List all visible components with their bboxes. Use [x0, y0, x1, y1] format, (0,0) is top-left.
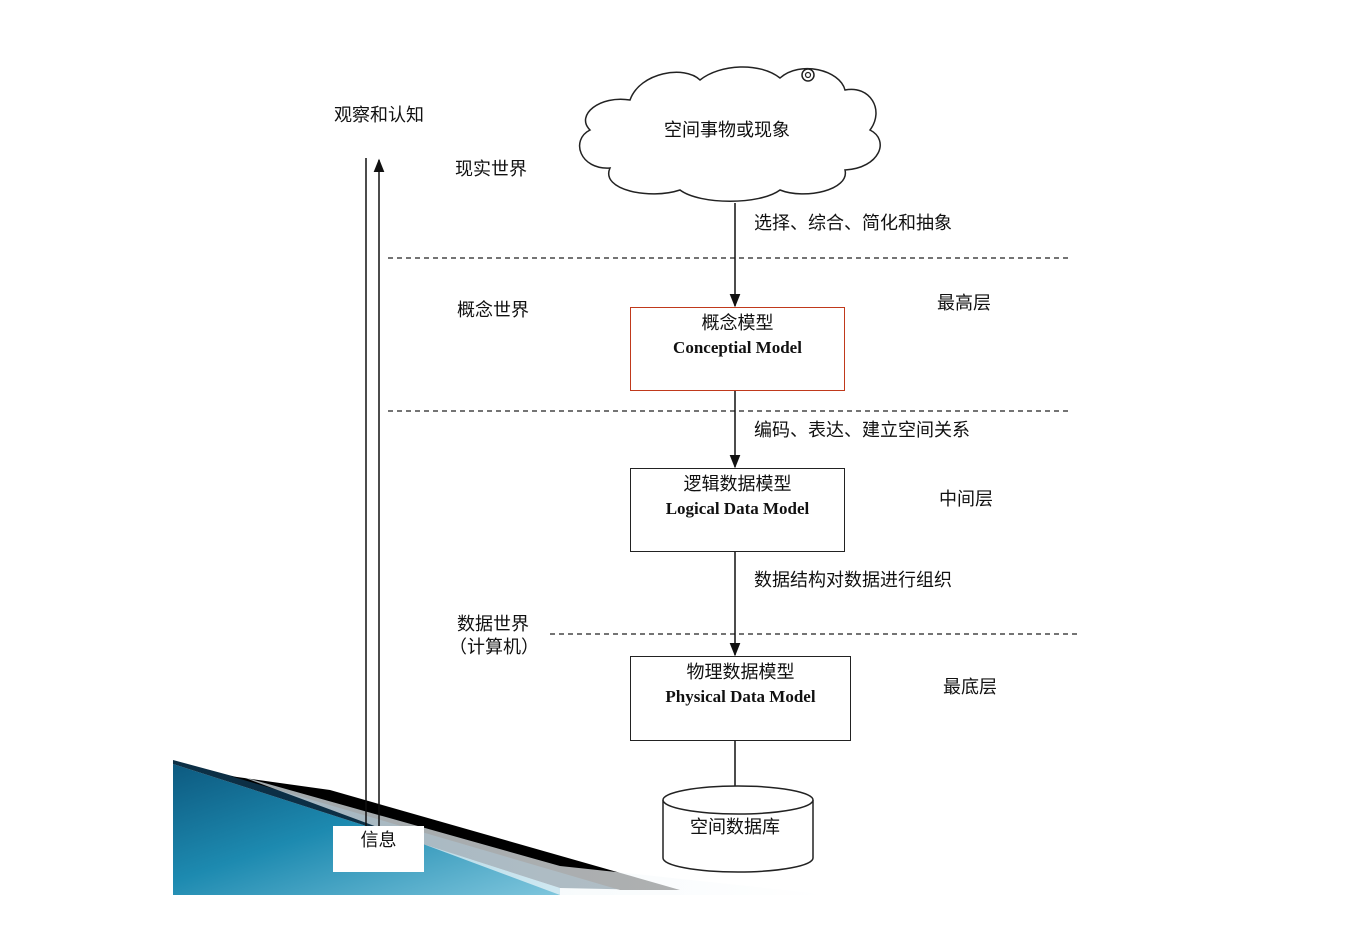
conceptual-model-zh: 概念模型	[701, 313, 774, 334]
computer-label: （计算机）	[449, 637, 539, 658]
real-world-label: 现实世界	[455, 159, 527, 180]
middle-level-label: 中间层	[939, 489, 993, 510]
conceptual-model-box: 概念模型 Conceptial Model	[630, 307, 845, 391]
database-label: 空间数据库	[690, 817, 780, 838]
info-label: 信息	[360, 830, 397, 851]
physical-model-zh: 物理数据模型	[686, 662, 795, 683]
info-label-box: 信息	[333, 826, 424, 872]
logical-model-box: 逻辑数据模型 Logical Data Model	[630, 468, 845, 552]
cloud-label: 空间事物或现象	[664, 120, 790, 141]
conceptual-world-label: 概念世界	[457, 300, 529, 321]
bottom-level-label: 最底层	[943, 677, 997, 698]
observe-label: 观察和认知	[334, 105, 424, 126]
logical-model-zh: 逻辑数据模型	[683, 474, 792, 495]
cloud-shape	[579, 66, 881, 202]
step3-label: 数据结构对数据进行组织	[754, 570, 952, 591]
database-cylinder	[662, 785, 814, 873]
step1-label: 选择、综合、简化和抽象	[754, 213, 952, 234]
top-level-label: 最高层	[937, 293, 991, 314]
logical-model-en: Logical Data Model	[665, 499, 810, 518]
physical-model-box: 物理数据模型 Physical Data Model	[630, 656, 851, 741]
physical-model-en: Physical Data Model	[665, 687, 816, 706]
data-world-label: 数据世界	[457, 614, 529, 635]
conceptual-model-en: Conceptial Model	[673, 338, 802, 357]
left-axis-lines	[365, 158, 385, 828]
step2-label: 编码、表达、建立空间关系	[754, 420, 970, 441]
